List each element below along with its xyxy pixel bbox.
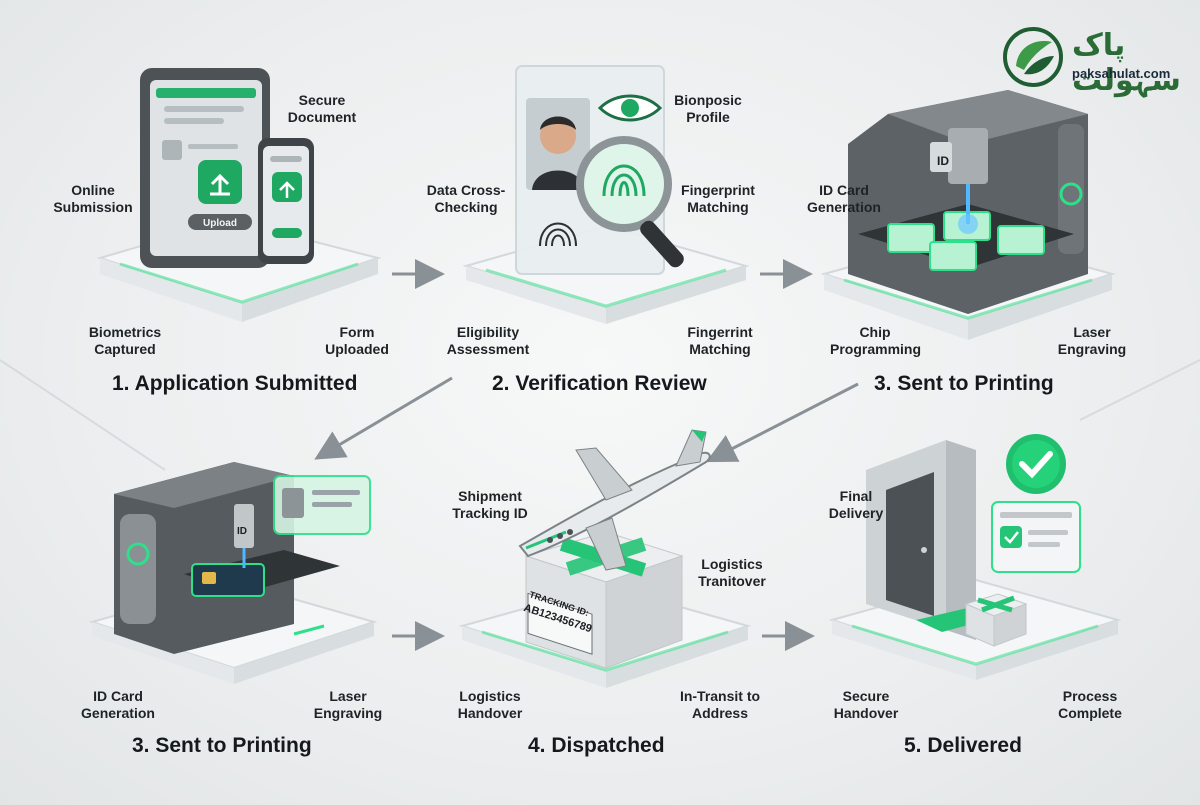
delivery-door-illustration <box>828 434 1122 680</box>
dispatch-illustration <box>458 429 752 688</box>
brand-logo[interactable]: پاک سہولت paksahulat.com <box>1002 26 1182 98</box>
step-title: 5. Delivered <box>904 734 1022 757</box>
label-laser-engraving: Laser Engraving <box>313 688 383 721</box>
tablet-phone-illustration <box>96 68 382 322</box>
label-id-card-generation: ID Card Generation <box>81 688 155 721</box>
label-biometrics-captured: Biometrics Captured <box>88 324 162 357</box>
label-id-card-generation: ID Card Generation <box>807 182 881 215</box>
label-bionposic-profile: Bionposic Profile <box>674 92 742 125</box>
brand-name-urdu: پاک سہولت <box>1072 28 1181 98</box>
label-final-delivery: Final Delivery <box>828 488 884 521</box>
step-title: 3. Sent to Printing <box>132 734 312 757</box>
label-fingerprint-matching: Fingerprint Matching <box>681 182 755 215</box>
leaf-logo-icon <box>1003 27 1063 87</box>
upload-button[interactable]: Upload <box>203 218 237 229</box>
label-fingerrint-matching: Fingerrint Matching <box>687 324 753 357</box>
label-process-complete: Process Complete <box>1058 688 1122 721</box>
label-secure-document: Secure Document <box>287 92 357 125</box>
label-form-uploaded: Form Uploaded <box>325 324 389 357</box>
brand-domain: paksahulat.com <box>1072 66 1171 81</box>
label-eligibility-assessment: Eligibility Assessment <box>446 324 530 357</box>
label-chip-programming: Chip Programming <box>830 324 922 357</box>
step-sent-to-printing-top: ID ID Card Generation Chip Programming L… <box>800 0 1200 400</box>
step-title: 4. Dispatched <box>528 734 665 757</box>
step-dispatched: TRACKING ID: AB123456789 Shipment Tracki… <box>400 400 800 805</box>
label-secure-handover: Secure Handover <box>833 688 899 721</box>
label-shipment-tracking-id: Shipment Tracking ID <box>452 488 528 521</box>
step-title: 2. Verification Review <box>492 372 707 395</box>
arrow-row-wrap-right <box>705 382 859 463</box>
printer-illustration <box>820 90 1116 340</box>
label-logistics-tranitover: Logistics Tranitover <box>698 556 766 589</box>
label-in-transit-to-address: In-Transit to Address <box>679 688 761 721</box>
label-logistics-handover: Logistics Handover <box>457 688 523 721</box>
label-online-submission: Online Submission <box>53 182 133 215</box>
step-title: 3. Sent to Printing <box>874 372 1054 395</box>
step-verification-review: Bionposic Profile Data Cross-Checking Fi… <box>400 0 800 400</box>
arrow-row-wrap-left <box>314 376 453 460</box>
step-application-submitted: Upload Secure Document Online Submission… <box>0 0 400 400</box>
card-badge: ID <box>937 154 949 168</box>
printer-illustration <box>88 462 378 684</box>
step-title: 1. Application Submitted <box>112 372 358 395</box>
label-data-cross-checking: Data Cross-Checking <box>426 182 506 215</box>
card-badge: ID <box>237 526 247 537</box>
label-laser-engraving: Laser Engraving <box>1057 324 1127 357</box>
step-delivered: Final Delivery Secure Handover Process C… <box>800 400 1200 805</box>
step-sent-to-printing-bottom: ID ID Card Generation Laser Engraving 3.… <box>0 400 400 805</box>
verification-illustration <box>462 65 750 324</box>
